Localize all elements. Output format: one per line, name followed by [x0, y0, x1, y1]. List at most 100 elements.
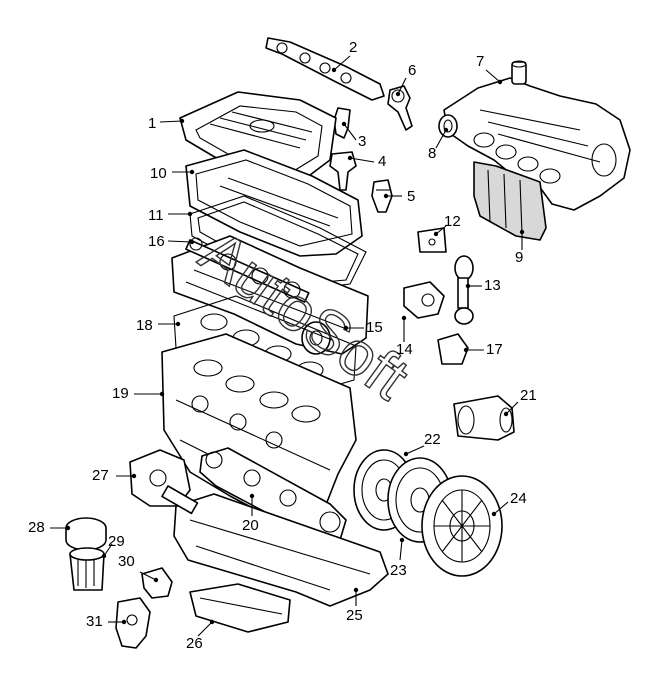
oil-pan — [173, 493, 389, 607]
callout-31: 31 — [86, 613, 103, 630]
leader-dot-20 — [249, 493, 255, 499]
leader-line-30 — [139, 571, 157, 581]
leader-line-2 — [333, 55, 351, 71]
cylinder-head — [171, 235, 369, 355]
callout-23: 23 — [390, 562, 407, 579]
leader-line-22 — [405, 445, 425, 455]
leader-line-6 — [397, 77, 407, 95]
leader-dot-31 — [121, 619, 127, 625]
callout-19: 19 — [112, 385, 129, 402]
leader-dot-21 — [503, 411, 509, 417]
callout-4: 4 — [378, 153, 386, 170]
starter-motor — [453, 395, 515, 441]
manifold-gasket — [438, 114, 458, 138]
engine-cover — [179, 91, 337, 185]
leader-dot-7 — [497, 79, 503, 85]
leader-dot-1 — [179, 118, 185, 124]
callout-7: 7 — [476, 53, 484, 70]
leader-dot-28 — [65, 525, 71, 531]
leader-dot-24 — [491, 511, 497, 517]
leader-dot-5 — [383, 193, 389, 199]
leader-dot-26 — [209, 619, 215, 625]
fuel-pressure-regulator — [387, 85, 413, 131]
leader-line-8 — [435, 129, 447, 149]
leader-dot-12 — [433, 231, 439, 237]
leader-line-23 — [399, 539, 403, 561]
leader-dot-29 — [101, 553, 107, 559]
callout-30: 30 — [118, 553, 135, 570]
leader-dot-16 — [189, 239, 195, 245]
callout-1: 1 — [148, 115, 156, 132]
valve-cover — [185, 149, 363, 257]
oil-filter-cap — [65, 517, 107, 551]
leader-line-4 — [349, 157, 375, 163]
leader-dot-10 — [189, 169, 195, 175]
intake-manifold — [443, 60, 631, 211]
torque-rod — [454, 255, 474, 325]
callout-15: 15 — [366, 319, 383, 336]
leader-dot-25 — [353, 587, 359, 593]
leader-dot-17 — [463, 347, 469, 353]
leader-lines — [50, 55, 525, 637]
callout-28: 28 — [28, 519, 45, 536]
camshaft-sensor — [329, 151, 357, 191]
callout-25: 25 — [346, 607, 363, 624]
leader-dot-14 — [401, 315, 407, 321]
manifold-runners — [473, 161, 547, 241]
callout-12: 12 — [444, 213, 461, 230]
callout-3: 3 — [358, 133, 366, 150]
fuel-injector — [333, 107, 351, 139]
callout-18: 18 — [136, 317, 153, 334]
callout-9: 9 — [515, 249, 523, 266]
leader-dot-15 — [343, 325, 349, 331]
callout-11: 11 — [148, 207, 164, 224]
leader-line-16 — [167, 240, 193, 243]
leader-dot-22 — [403, 451, 409, 457]
callout-29: 29 — [108, 533, 125, 550]
leader-dot-19 — [159, 391, 165, 397]
leader-dot-27 — [131, 473, 137, 479]
callout-20: 20 — [242, 517, 259, 534]
clutch-pressure-plate — [421, 475, 503, 577]
transmission-mount — [403, 281, 445, 319]
callout-17: 17 — [486, 341, 503, 358]
rear-mount — [437, 333, 469, 365]
leader-line-7 — [485, 69, 501, 83]
leader-dot-13 — [465, 283, 471, 289]
leader-dot-11 — [187, 211, 193, 217]
leader-dot-4 — [347, 155, 353, 161]
leader-dot-30 — [153, 577, 159, 583]
leader-dot-9 — [519, 229, 525, 235]
callout-5: 5 — [407, 188, 415, 205]
callout-8: 8 — [428, 145, 436, 162]
leader-dot-2 — [331, 67, 337, 73]
leader-dot-8 — [443, 127, 449, 133]
leader-line-26 — [197, 621, 213, 637]
temperature-sensor — [371, 179, 393, 213]
mounting-bracket — [417, 227, 447, 253]
callout-16: 16 — [148, 233, 165, 250]
engine-mount — [115, 597, 151, 649]
oil-pump — [129, 449, 199, 515]
leader-dot-23 — [399, 537, 405, 543]
leader-line-24 — [493, 501, 509, 515]
engine-mount-bracket — [141, 567, 173, 599]
callout-6: 6 — [408, 62, 416, 79]
callout-2: 2 — [349, 39, 357, 56]
leader-dot-6 — [395, 91, 401, 97]
callout-27: 27 — [92, 467, 109, 484]
callout-21: 21 — [520, 387, 537, 404]
leader-dot-3 — [341, 121, 347, 127]
leader-line-21 — [505, 401, 519, 415]
leader-line-29 — [103, 543, 113, 557]
fuel-rail — [265, 37, 385, 101]
callout-14: 14 — [396, 341, 413, 358]
callout-26: 26 — [186, 635, 203, 652]
callout-24: 24 — [510, 490, 527, 507]
callout-13: 13 — [484, 277, 501, 294]
oil-filter — [69, 547, 105, 591]
callout-22: 22 — [424, 431, 441, 448]
callout-10: 10 — [150, 165, 167, 182]
